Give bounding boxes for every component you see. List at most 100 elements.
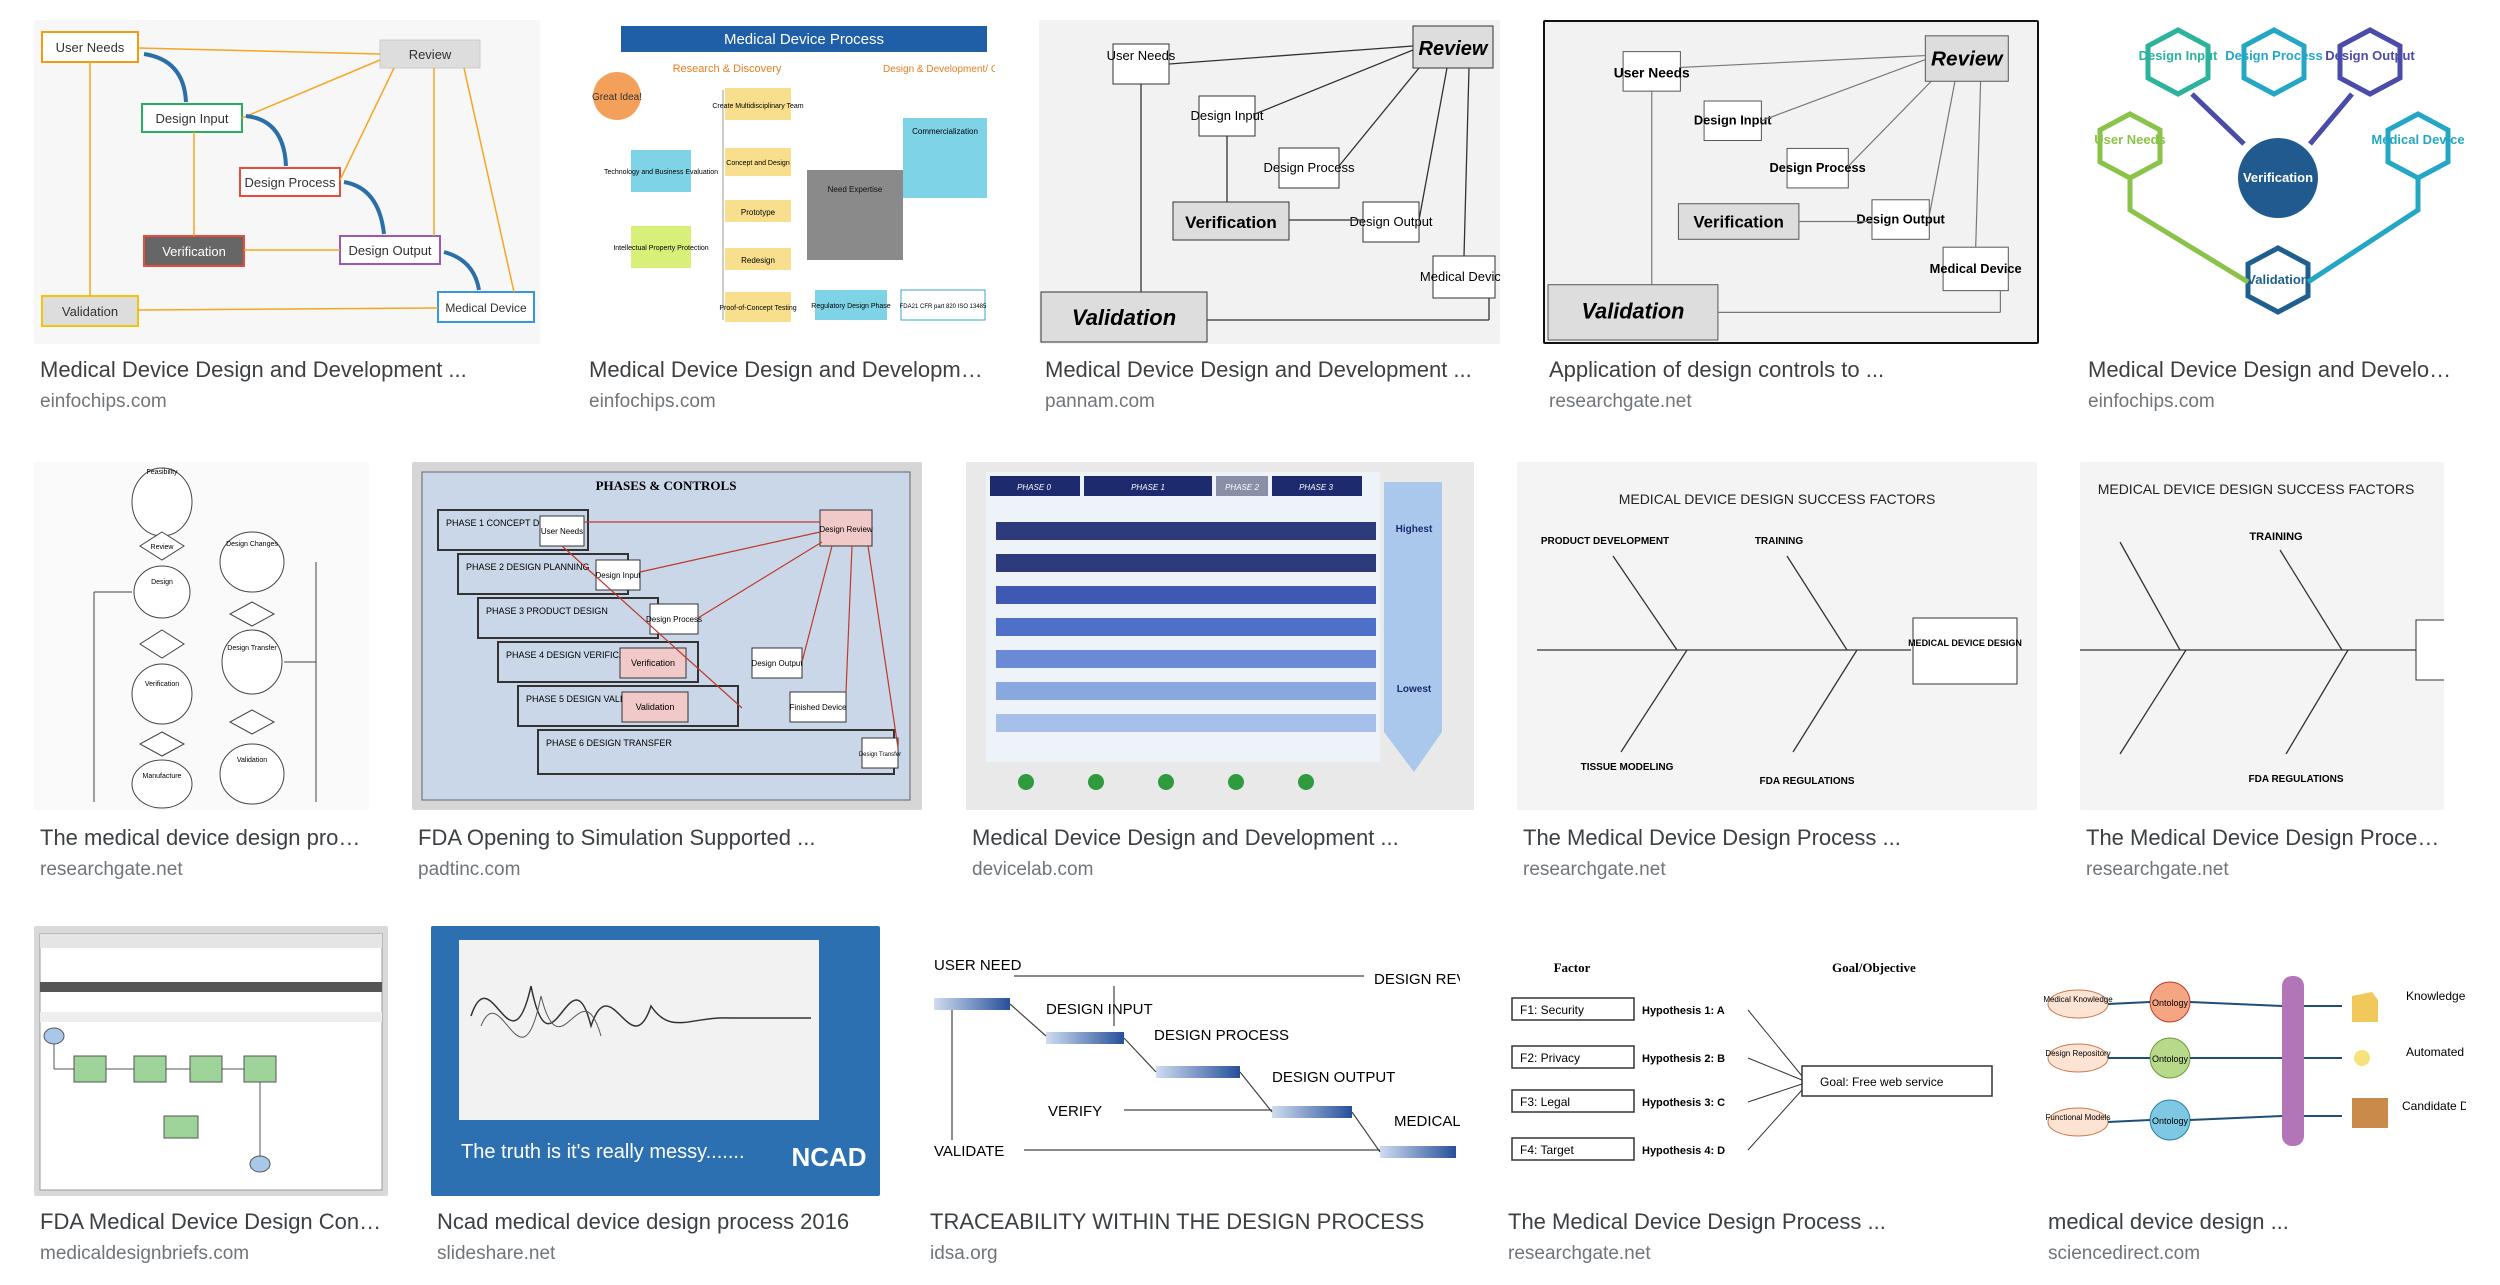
result-card-14[interactable]: Factor Goal/Objective F1: Security F2: P… bbox=[1502, 926, 1999, 1276]
result-title[interactable]: The medical device design process ... bbox=[40, 825, 365, 850]
diagram-label: Finished Device bbox=[790, 703, 847, 712]
result-thumbnail-9[interactable]: MEDICAL DEVICE DESIGN SUCCESS FACTORS PR… bbox=[1517, 462, 2037, 810]
diagram-label: Highest bbox=[1396, 524, 1433, 535]
diagram-label: Great Idea! bbox=[592, 92, 642, 103]
diagram-label: User Needs bbox=[1614, 64, 1690, 80]
result-title[interactable]: Medical Device Design and Development ..… bbox=[1045, 357, 1472, 382]
result-thumbnail-5[interactable]: Design Input Design Process Design Outpu… bbox=[2082, 20, 2466, 344]
result-thumbnail-12[interactable]: The truth is it's really messy....... NC… bbox=[431, 926, 880, 1196]
result-source: pannam.com bbox=[1045, 391, 1155, 412]
result-title[interactable]: TRACEABILITY WITHIN THE DESIGN PROCESS bbox=[930, 1209, 1425, 1234]
diagram-label: Validation bbox=[2247, 272, 2308, 287]
diagram-label: FDA REGULATIONS bbox=[1760, 776, 1855, 787]
diagram-label: Review bbox=[1419, 38, 1489, 60]
diagram-label: USER NEED bbox=[934, 957, 1022, 974]
result-source: researchgate.net bbox=[1549, 391, 1692, 412]
result-title[interactable]: Application of design controls to ... bbox=[1549, 357, 1885, 382]
diagram-label: PHASE 4 DESIGN VERIFICATION bbox=[506, 650, 646, 660]
result-source: researchgate.net bbox=[1508, 1243, 1651, 1264]
diagram-label: PHASE 0 bbox=[1017, 483, 1051, 492]
result-title[interactable]: FDA Medical Device Design Controls ... bbox=[40, 1209, 384, 1234]
diagram-label: Need Expertise bbox=[828, 185, 883, 194]
diagram-label: MEDICAL DEVICE DESIGN SUCCESS FACTORS bbox=[2098, 481, 2415, 497]
diagram-label: Regulatory Design Phase bbox=[811, 303, 890, 310]
result-card-3[interactable]: User Needs Review Design Input Design Pr… bbox=[1039, 20, 1500, 412]
result-thumbnail-14[interactable]: Factor Goal/Objective F1: Security F2: P… bbox=[1502, 926, 1999, 1196]
diagram-label: F4: Target bbox=[1520, 1143, 1574, 1157]
diagram-label: Verification bbox=[145, 681, 179, 688]
diagram-label: Verification bbox=[631, 658, 675, 668]
diagram-label: Validation bbox=[1581, 298, 1684, 323]
diagram-label: Ontology bbox=[2152, 1054, 2189, 1064]
diagram-label: Design Output bbox=[1856, 211, 1945, 226]
diagram-label: DESIGN PROCESS bbox=[1154, 1027, 1289, 1044]
diagram-label: FDA21 CFR part 820 ISO 13485 bbox=[900, 304, 987, 310]
diagram-label: Hypothesis 3: C bbox=[1642, 1097, 1725, 1109]
diagram-label: Redesign bbox=[741, 256, 775, 265]
result-title[interactable]: FDA Opening to Simulation Supported ... bbox=[418, 825, 816, 850]
diagram-label: NCAD bbox=[791, 1142, 866, 1172]
diagram-label: Ontology bbox=[2152, 998, 2189, 1008]
diagram-label: Design Output bbox=[2325, 48, 2415, 63]
diagram-label: Functional Models bbox=[2046, 1113, 2111, 1122]
result-thumbnail-10[interactable]: MEDICAL DEVICE DESIGN SUCCESS FACTORS TR… bbox=[2080, 462, 2444, 810]
result-card-7[interactable]: PHASES & CONTROLS PHASE 1 CONCEPT DESIGN… bbox=[412, 462, 922, 882]
diagram-label: Design Process bbox=[1770, 160, 1866, 175]
diagram-label: MEDICAL DEVICE bbox=[1394, 1113, 1460, 1130]
diagram-label: Candidate Design Solutions bbox=[2402, 1099, 2466, 1113]
diagram-label: Review bbox=[151, 544, 175, 551]
result-title[interactable]: The Medical Device Design Process ... bbox=[2086, 825, 2440, 850]
result-card-10[interactable]: MEDICAL DEVICE DESIGN SUCCESS FACTORS TR… bbox=[2080, 462, 2444, 882]
result-title[interactable]: Medical Device Design and Development ..… bbox=[2088, 357, 2462, 382]
result-thumbnail-3[interactable]: User Needs Review Design Input Design Pr… bbox=[1039, 20, 1500, 344]
diagram-label: Verification bbox=[162, 244, 226, 259]
result-card-8[interactable]: PHASE 0 PHASE 1 PHASE 2 PHASE 3 Highest … bbox=[966, 462, 1474, 882]
result-card-1[interactable]: User Needs Review Design Input Design Pr… bbox=[34, 20, 540, 412]
result-thumbnail-1[interactable]: User Needs Review Design Input Design Pr… bbox=[34, 20, 540, 344]
result-title[interactable]: The Medical Device Design Process ... bbox=[1508, 1209, 1886, 1234]
diagram-label: Design Process bbox=[2225, 48, 2323, 63]
result-card-15[interactable]: Medical Knowledge Design Repository Func… bbox=[2042, 926, 2466, 1276]
result-title[interactable]: medical device design ... bbox=[2048, 1209, 2289, 1234]
diagram-label: PHASE 2 DESIGN PLANNING bbox=[466, 562, 590, 572]
diagram-label: F3: Legal bbox=[1520, 1095, 1570, 1109]
diagram-label: Automated Inferences bbox=[2406, 1045, 2466, 1059]
result-thumbnail-2[interactable]: Medical Device Process Research & Discov… bbox=[583, 20, 995, 344]
result-source: researchgate.net bbox=[1523, 859, 1666, 880]
result-card-2[interactable]: Medical Device Process Research & Discov… bbox=[583, 20, 995, 412]
diagram-label: User Needs bbox=[541, 527, 583, 536]
result-thumbnail-11[interactable] bbox=[34, 926, 388, 1196]
result-title[interactable]: Ncad medical device design process 2016 bbox=[437, 1209, 850, 1234]
result-thumbnail-15[interactable]: Medical Knowledge Design Repository Func… bbox=[2042, 926, 2466, 1196]
result-thumbnail-7[interactable]: PHASES & CONTROLS PHASE 1 CONCEPT DESIGN… bbox=[412, 462, 922, 810]
result-card-9[interactable]: MEDICAL DEVICE DESIGN SUCCESS FACTORS PR… bbox=[1517, 462, 2037, 882]
result-card-4[interactable]: User Needs Review Design Input Design Pr… bbox=[1543, 20, 2039, 412]
diagram-label: Validation bbox=[237, 757, 267, 764]
diagram-label: User Needs bbox=[1107, 48, 1176, 63]
diagram-label: Design Output bbox=[1349, 214, 1432, 229]
result-thumbnail-4[interactable]: User Needs Review Design Input Design Pr… bbox=[1543, 20, 2039, 344]
result-card-6[interactable]: Feasibility Review Design Design Changes… bbox=[34, 462, 369, 882]
result-card-5[interactable]: Design Input Design Process Design Outpu… bbox=[2082, 20, 2466, 412]
diagram-label: Design Output bbox=[751, 659, 803, 668]
result-card-11[interactable]: FDA Medical Device Design Controls ... m… bbox=[34, 926, 388, 1276]
result-title[interactable]: The Medical Device Design Process ... bbox=[1523, 825, 1901, 850]
result-thumbnail-6[interactable]: Feasibility Review Design Design Changes… bbox=[34, 462, 369, 810]
result-title[interactable]: Medical Device Design and Development ..… bbox=[589, 357, 991, 382]
diagram-label: Hypothesis 1: A bbox=[1642, 1005, 1725, 1017]
result-title[interactable]: Medical Device Design and Development ..… bbox=[972, 825, 1399, 850]
result-thumbnail-13[interactable]: USER NEED DESIGN REVIEW DESIGN INPUT DES… bbox=[924, 926, 1460, 1196]
diagram-label: User Needs bbox=[56, 40, 125, 55]
diagram-label: MEDICAL DEVICE DESIGN SUCCESS FACTORS bbox=[1619, 491, 1936, 507]
result-card-12[interactable]: The truth is it's really messy....... NC… bbox=[431, 926, 880, 1276]
diagram-label: DESIGN OUTPUT bbox=[1272, 1069, 1395, 1086]
diagram-label: PRODUCT DEVELOPMENT bbox=[1541, 536, 1669, 547]
diagram-label: Design Transfer bbox=[859, 752, 901, 758]
result-thumbnail-8[interactable]: PHASE 0 PHASE 1 PHASE 2 PHASE 3 Highest … bbox=[966, 462, 1474, 810]
diagram-label: PHASE 3 bbox=[1299, 483, 1333, 492]
diagram-label: Ontology bbox=[2152, 1116, 2189, 1126]
diagram-label: VALIDATE bbox=[934, 1143, 1004, 1160]
result-source: einfochips.com bbox=[2088, 391, 2215, 412]
result-card-13[interactable]: USER NEED DESIGN REVIEW DESIGN INPUT DES… bbox=[924, 926, 1460, 1276]
result-title[interactable]: Medical Device Design and Development ..… bbox=[40, 357, 467, 382]
